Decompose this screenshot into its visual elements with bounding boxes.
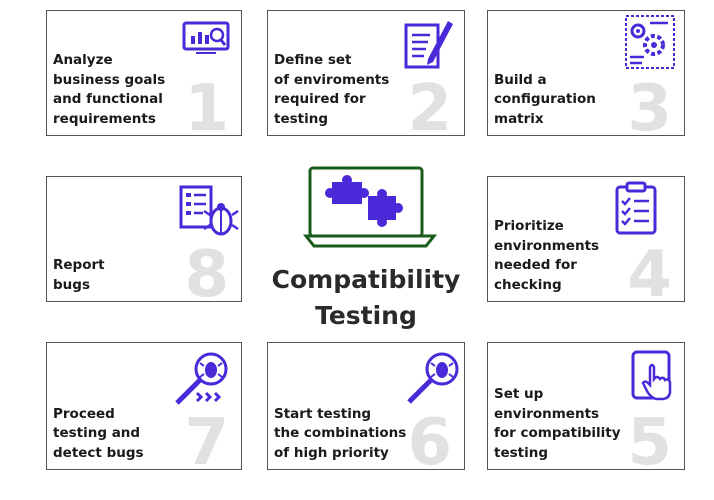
step-card-5: 5 Set up environments for compatibility … (487, 342, 685, 470)
step-number-6: 6 (407, 406, 452, 470)
step-card-8: 8 Report bugs (46, 176, 242, 302)
step-number-2: 2 (407, 72, 452, 136)
bug-report-list-icon (179, 185, 239, 236)
checklist-clipboard-icon (615, 181, 657, 235)
step-label-5: Set up environments for compatibility te… (494, 386, 621, 461)
step-card-4: 4 Prioritize environments needed for che… (487, 176, 685, 302)
step-card-3: 3 Build a configuration matrix (487, 10, 685, 136)
step-label-8: Report bugs (53, 257, 105, 293)
step-label-4: Prioritize environments needed for check… (494, 218, 600, 293)
step-card-2: 2 Define set of enviroments required for… (267, 10, 465, 136)
settings-document-icon (625, 15, 675, 69)
step-number-4: 4 (627, 238, 672, 302)
step-card-7: 7 Proceed testing and detect bugs (46, 342, 242, 470)
analytics-monitor-icon (182, 21, 230, 54)
bug-search-arrows-icon (175, 352, 228, 405)
step-label-1: Analyze business goals and functional re… (53, 52, 166, 127)
step-label-3: Build a configuration matrix (494, 71, 596, 127)
step-card-1: 1 Analyze business goals and functional … (46, 10, 242, 136)
step-number-3: 3 (627, 72, 672, 136)
step-label-7: Proceed testing and detect bugs (53, 405, 144, 461)
step-number-7: 7 (184, 406, 229, 470)
tablet-touch-icon (631, 350, 672, 401)
step-card-6: 6 Start testing the combinations of high… (267, 342, 465, 470)
step-label-2: Define set of enviroments required for t… (274, 52, 390, 127)
laptop-puzzle-icon (302, 166, 438, 248)
bug-magnifier-icon (407, 352, 459, 404)
step-label-6: Start testing the combinations of high p… (274, 405, 407, 461)
diagram-title-line-2: Testing (315, 301, 417, 330)
document-pen-icon (404, 21, 453, 69)
step-number-8: 8 (184, 238, 229, 302)
diagram-title-line-1: Compatibility (271, 265, 461, 294)
step-number-1: 1 (184, 72, 229, 136)
step-number-5: 5 (627, 406, 672, 470)
